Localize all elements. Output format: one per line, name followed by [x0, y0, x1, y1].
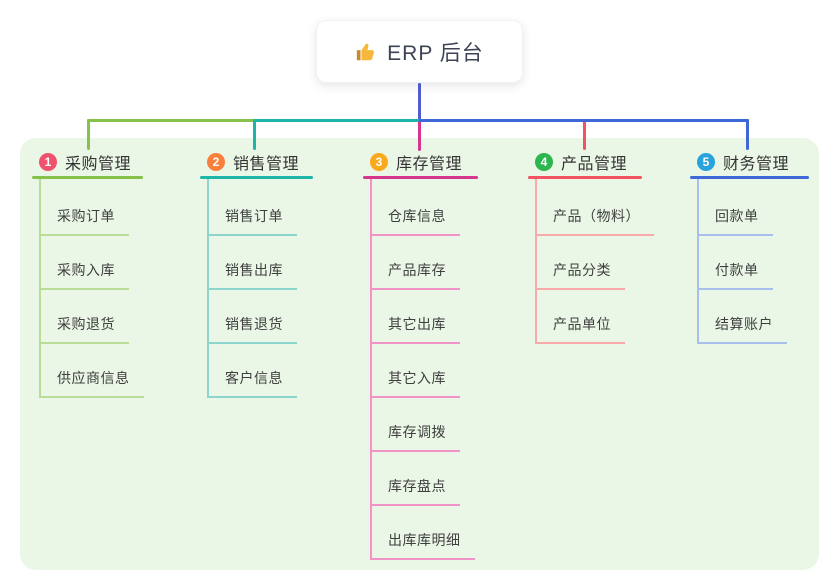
root-label: ERP 后台: [387, 41, 484, 65]
branch-title-sales[interactable]: 2 销售管理: [207, 151, 299, 173]
child-node[interactable]: 客户信息: [207, 368, 297, 398]
connector-bus-sales: [253, 119, 419, 122]
child-node[interactable]: 销售出库: [207, 260, 297, 290]
child-node[interactable]: 销售退货: [207, 314, 297, 344]
child-node[interactable]: 供应商信息: [39, 368, 144, 398]
child-node[interactable]: 结算账户: [697, 314, 787, 344]
child-node[interactable]: 库存调拨: [370, 422, 460, 452]
child-node[interactable]: 回款单: [697, 206, 773, 236]
child-label: 仓库信息: [388, 208, 446, 224]
connector-bus-finance: [419, 119, 749, 122]
child-label: 销售订单: [225, 208, 283, 224]
connector-drop-inventory: [418, 120, 421, 151]
child-label: 库存盘点: [388, 478, 446, 494]
child-label: 结算账户: [715, 316, 773, 332]
child-label: 库存调拨: [388, 424, 446, 440]
root-node[interactable]: ERP 后台: [316, 20, 523, 83]
child-label: 采购退货: [57, 316, 115, 332]
child-label: 回款单: [715, 208, 759, 224]
child-label: 供应商信息: [57, 370, 130, 386]
thumbs-up-icon: [355, 41, 377, 63]
child-node[interactable]: 其它出库: [370, 314, 460, 344]
child-label: 其它出库: [388, 316, 446, 332]
branch-underline: [363, 176, 478, 179]
child-node[interactable]: 产品单位: [535, 314, 625, 344]
branch-trunk-line: [370, 179, 372, 560]
content-panel: [20, 138, 819, 570]
branch-number-badge: 1: [39, 153, 57, 171]
child-node[interactable]: 采购入库: [39, 260, 129, 290]
branch-number-badge: 4: [535, 153, 553, 171]
child-label: 采购订单: [57, 208, 115, 224]
child-node[interactable]: 销售订单: [207, 206, 297, 236]
branch-title-product[interactable]: 4 产品管理: [535, 151, 627, 173]
connector-drop-purchase: [87, 119, 90, 150]
child-node[interactable]: 库存盘点: [370, 476, 460, 506]
child-label: 客户信息: [225, 370, 283, 386]
child-node[interactable]: 采购订单: [39, 206, 129, 236]
branch-title-finance[interactable]: 5 财务管理: [697, 151, 789, 173]
branch-title-label: 库存管理: [396, 156, 463, 173]
child-label: 付款单: [715, 262, 759, 278]
branch-title-label: 销售管理: [233, 156, 300, 173]
child-label: 采购入库: [57, 262, 115, 278]
connector-drop-product: [583, 119, 586, 150]
child-node[interactable]: 仓库信息: [370, 206, 460, 236]
child-label: 产品单位: [553, 316, 611, 332]
branch-trunk-line: [697, 179, 699, 344]
branch-title-purchase[interactable]: 1 采购管理: [39, 151, 131, 173]
child-label: 产品分类: [553, 262, 611, 278]
branch-number-badge: 2: [207, 153, 225, 171]
child-node[interactable]: 产品库存: [370, 260, 460, 290]
branch-underline: [32, 176, 143, 179]
branch-trunk-line: [535, 179, 537, 344]
child-label: 出库库明细: [388, 532, 461, 548]
child-label: 其它入库: [388, 370, 446, 386]
branch-underline: [690, 176, 809, 179]
branch-number-badge: 5: [697, 153, 715, 171]
branch-title-label: 财务管理: [723, 156, 790, 173]
child-label: 产品（物料）: [553, 208, 640, 224]
child-label: 销售出库: [225, 262, 283, 278]
connector-drop-finance: [746, 119, 749, 150]
child-label: 销售退货: [225, 316, 283, 332]
child-node[interactable]: 其它入库: [370, 368, 460, 398]
connector-drop-sales: [253, 119, 256, 150]
branch-title-inventory[interactable]: 3 库存管理: [370, 151, 462, 173]
child-node[interactable]: 产品（物料）: [535, 206, 654, 236]
child-node[interactable]: 产品分类: [535, 260, 625, 290]
child-label: 产品库存: [388, 262, 446, 278]
branch-underline: [528, 176, 642, 179]
child-node[interactable]: 采购退货: [39, 314, 129, 344]
child-node[interactable]: 付款单: [697, 260, 773, 290]
branch-title-label: 产品管理: [561, 156, 628, 173]
branch-underline: [200, 176, 313, 179]
branch-title-label: 采购管理: [65, 156, 132, 173]
branch-number-badge: 3: [370, 153, 388, 171]
child-node[interactable]: 出库库明细: [370, 530, 475, 560]
connector-root-stem: [418, 83, 421, 120]
connector-bus-purchase: [87, 119, 255, 122]
